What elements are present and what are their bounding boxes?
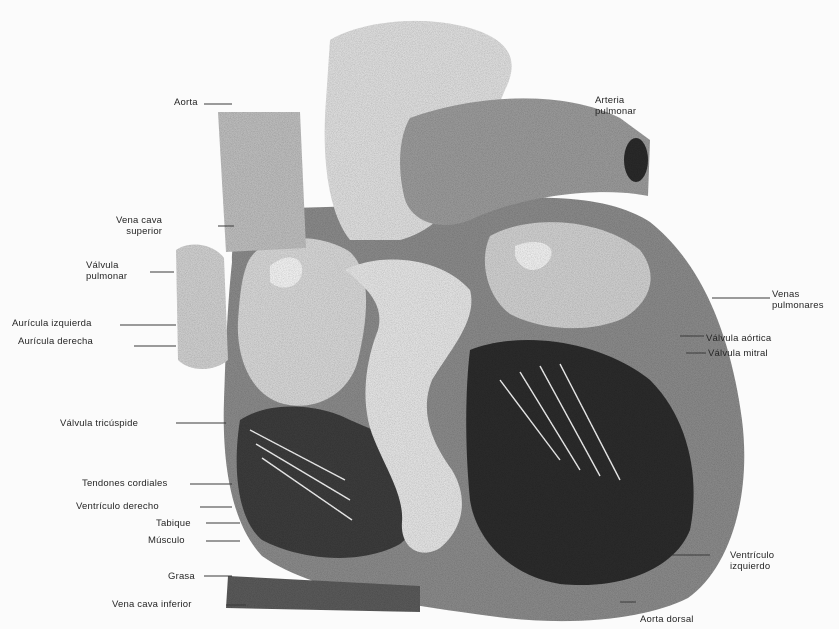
- label-grasa: Grasa: [168, 571, 195, 582]
- label-valvula-aortica: Válvula aórtica: [706, 333, 771, 344]
- label-valvula-tricuspide: Válvula tricúspide: [60, 418, 138, 429]
- label-ventriculo-izquierdo: Ventrículo izquierdo: [730, 550, 774, 572]
- label-valvula-pulmonar: Válvula pulmonar: [86, 260, 127, 282]
- label-arteria-pulmonar: Arteria pulmonar: [595, 95, 636, 117]
- label-aorta-dorsal: Aorta dorsal: [640, 614, 694, 625]
- label-valvula-mitral: Válvula mitral: [708, 348, 768, 359]
- label-aorta: Aorta: [174, 97, 198, 108]
- label-venas-pulmonares: Venas pulmonares: [772, 289, 824, 311]
- left-vessels: [176, 244, 228, 369]
- label-tabique: Tabique: [156, 518, 191, 529]
- label-vena-cava-superior: Vena cava superior: [116, 215, 162, 237]
- label-ventriculo-derecho: Ventrículo derecho: [76, 501, 159, 512]
- label-tendones-cordiales: Tendones cordiales: [82, 478, 167, 489]
- label-musculo: Músculo: [148, 535, 185, 546]
- vena-cava-superior: [218, 112, 306, 252]
- label-auricula-derecha: Aurícula derecha: [18, 336, 93, 347]
- label-vena-cava-inferior: Vena cava inferior: [112, 599, 192, 610]
- right-atrium: [238, 238, 366, 406]
- label-auricula-izquierda: Aurícula izquierda: [12, 318, 92, 329]
- vessel-opening: [624, 138, 648, 182]
